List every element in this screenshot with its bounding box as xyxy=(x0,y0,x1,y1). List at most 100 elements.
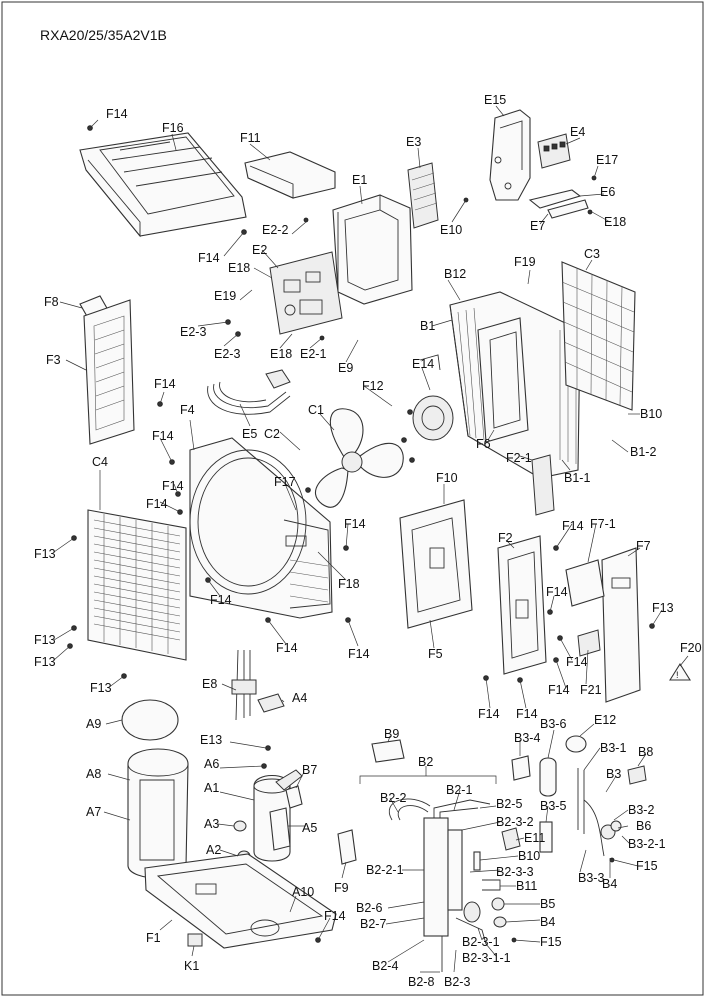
label-c1: C1 xyxy=(308,403,324,417)
label-e7: E7 xyxy=(530,219,545,233)
terminal-block-e4 xyxy=(537,133,571,169)
label-e2-3: E2-3 xyxy=(214,347,240,361)
label-k1: K1 xyxy=(184,959,199,973)
label-f20: ! xyxy=(669,662,691,681)
part-e12 xyxy=(565,735,587,753)
label-b2-4: B2-4 xyxy=(372,959,398,973)
side-panel-f3 xyxy=(83,299,135,445)
label-a3: A3 xyxy=(204,817,219,831)
label-e2-1: E2-1 xyxy=(300,347,326,361)
label-e14: E14 xyxy=(412,357,434,371)
label-f14: F14 xyxy=(198,251,220,265)
label-b2-5: B2-5 xyxy=(496,797,522,811)
label-b1: B1 xyxy=(420,319,435,333)
label-f2-1: F2-1 xyxy=(506,451,532,465)
label-c2: C2 xyxy=(264,427,280,441)
label-e4: E4 xyxy=(570,125,585,139)
label-f13: F13 xyxy=(652,601,674,615)
cover-f11 xyxy=(244,151,336,199)
label-f14: F14 xyxy=(324,909,346,923)
label-b2-2-1: B2-2-1 xyxy=(366,863,404,877)
label-a7: A7 xyxy=(86,805,101,819)
label-b1-2: B1-2 xyxy=(630,445,656,459)
label-f13: F13 xyxy=(90,681,112,695)
label-f14: F14 xyxy=(210,593,232,607)
label-b2-3-1: B2-3-1 xyxy=(462,935,500,949)
label-f21: F21 xyxy=(580,683,602,697)
label-a5: A5 xyxy=(302,821,317,835)
label-b2-3-1-1: B2-3-1-1 xyxy=(462,951,511,965)
label-b7: B7 xyxy=(302,763,317,777)
label-f14: F14 xyxy=(344,517,366,531)
label-e18: E18 xyxy=(228,261,250,275)
label-e12: E12 xyxy=(594,713,616,727)
label-e2-3: E2-3 xyxy=(180,325,206,339)
label-a1: A1 xyxy=(204,781,219,795)
label-e9: E9 xyxy=(338,361,353,375)
label-b10: B10 xyxy=(518,849,540,863)
label-f20: F20 xyxy=(680,641,702,655)
label-b6: B6 xyxy=(636,819,651,833)
label-b2-6: B2-6 xyxy=(356,901,382,915)
bracket-f9 xyxy=(337,829,357,865)
label-f14: F14 xyxy=(146,497,168,511)
terminal-bracket-e15 xyxy=(489,109,531,201)
label-e2: E2 xyxy=(252,243,267,257)
thermistor-e8 xyxy=(231,649,257,721)
rear-grille-c3 xyxy=(561,261,636,411)
label-b2-8: B2-8 xyxy=(408,975,434,989)
label-f16: F16 xyxy=(162,121,184,135)
label-b3-4: B3-4 xyxy=(514,731,540,745)
label-b8: B8 xyxy=(638,745,653,759)
label-b3-6: B3-6 xyxy=(540,717,566,731)
label-f14: F14 xyxy=(566,655,588,669)
cushion-a3 xyxy=(233,820,247,832)
four-way-valve-b2 xyxy=(389,798,491,972)
model-title: RXA20/25/35A2V1B xyxy=(40,27,167,43)
part-b11 xyxy=(482,879,501,891)
label-b3-5: B3-5 xyxy=(540,799,566,813)
label-b11: B11 xyxy=(516,879,537,893)
label-e8: E8 xyxy=(202,677,217,691)
reactor-e5 xyxy=(207,369,291,415)
label-a6: A6 xyxy=(204,757,219,771)
label-f11: F11 xyxy=(240,131,261,145)
label-c3: C3 xyxy=(584,247,600,261)
label-f8: F8 xyxy=(44,295,59,309)
label-f12: F12 xyxy=(362,379,384,393)
label-f15: F15 xyxy=(540,935,562,949)
label-b5: B5 xyxy=(540,897,555,911)
label-a4: A4 xyxy=(292,691,307,705)
partition-f6 xyxy=(477,317,529,443)
label-f19: F19 xyxy=(514,255,536,269)
label-f5: F5 xyxy=(428,647,443,661)
cover-f7-1 xyxy=(565,559,605,607)
label-b2-3: B2-3 xyxy=(444,975,470,989)
label-f13: F13 xyxy=(34,655,56,669)
muffler-a5 xyxy=(269,807,291,851)
part-b9 xyxy=(371,739,405,763)
label-b1-1: B1-1 xyxy=(564,471,590,485)
label-a8: A8 xyxy=(86,767,101,781)
partition-f5 xyxy=(399,499,473,629)
insulation-wrap-a8 xyxy=(127,748,189,879)
label-f7: F7 xyxy=(636,539,651,553)
label-f13: F13 xyxy=(34,547,56,561)
bottom-frame-f1 xyxy=(144,853,337,949)
label-f4: F4 xyxy=(180,403,195,417)
label-b3-2: B3-2 xyxy=(628,803,654,817)
stop-valve-plate-f2 xyxy=(497,535,547,675)
label-e10: E10 xyxy=(440,223,462,237)
label-f14: F14 xyxy=(152,429,174,443)
label-f14: F14 xyxy=(106,107,128,121)
part-k1 xyxy=(187,933,203,947)
label-e6: E6 xyxy=(600,185,615,199)
valve-b5 xyxy=(491,897,505,911)
fan-motor-e14 xyxy=(412,354,454,441)
part-b3-6 xyxy=(539,757,557,797)
label-b2: B2 xyxy=(418,755,433,769)
label-f14: F14 xyxy=(562,519,584,533)
label-f7-1: F7-1 xyxy=(590,517,616,531)
